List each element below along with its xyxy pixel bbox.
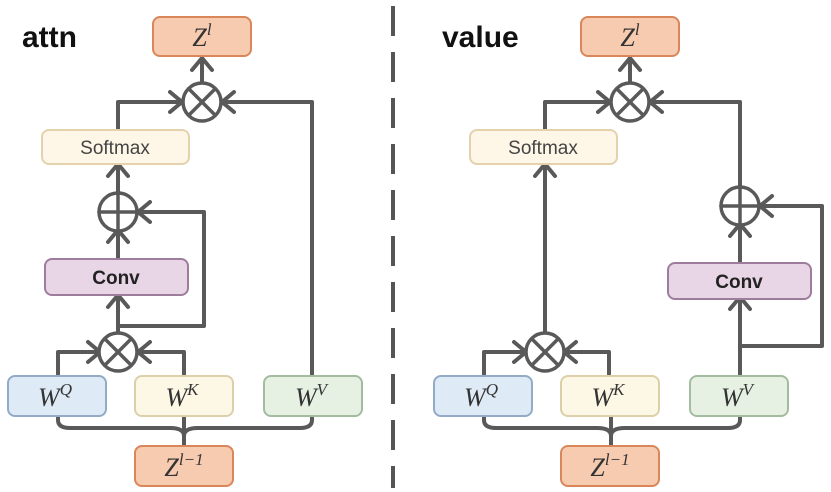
attn-edge-wq-mul <box>56 350 100 376</box>
attn-wq-node: WQ <box>7 375 107 417</box>
attn-output-node: Zl <box>152 16 252 57</box>
value-edge-wq-mul <box>482 350 526 376</box>
attn-conv-node: Conv <box>44 258 189 296</box>
value-output-node: Zl <box>580 16 680 57</box>
attn-wv-node: WV <box>263 375 363 417</box>
attn-output-label: Zl <box>192 20 211 52</box>
attn-times-mark-b <box>187 87 217 117</box>
value-softmax-label: Softmax <box>508 138 578 159</box>
value-input-node: Zl−1 <box>560 445 660 487</box>
attn-softmax-label: Softmax <box>80 138 150 159</box>
value-output-label: Zl <box>620 20 639 52</box>
attn-softmax-box <box>41 129 190 165</box>
attn-edges <box>56 56 314 450</box>
attn-wv-box <box>263 375 363 417</box>
attn-wk-box <box>134 375 234 417</box>
attn-wk-node: WK <box>134 375 234 417</box>
value-wv-label: WV <box>721 380 756 412</box>
value-wk-node: WK <box>560 375 660 417</box>
value-conv-node: Conv <box>667 262 812 300</box>
attn-wq-label: WQ <box>38 380 72 412</box>
attn-input-label: Zl−1 <box>164 450 203 482</box>
value-conv-label: Conv <box>715 272 763 293</box>
value-wq-node: WQ <box>433 375 533 417</box>
value-wq-label: WQ <box>464 380 498 412</box>
value-top-multiply <box>609 81 651 123</box>
value-wv-box <box>689 375 789 417</box>
attn-edge-wv-mul <box>222 100 314 376</box>
value-edge-wk-mul <box>564 350 611 376</box>
attn-top-multiply <box>181 81 223 123</box>
attn-edge-skip <box>116 210 206 328</box>
attn-edge-input-wq <box>56 414 186 450</box>
value-softmax-box <box>469 129 618 165</box>
value-wk-label: WK <box>591 380 626 412</box>
attn-output-box <box>152 16 252 57</box>
value-wq-box <box>433 375 533 417</box>
attn-conv-label: Conv <box>92 268 140 289</box>
value-panel: value <box>433 16 824 487</box>
attn-bottom-multiply <box>97 331 139 373</box>
value-output-box <box>580 16 680 57</box>
value-panel-title: value <box>442 21 519 54</box>
value-bottom-times-mark-b <box>530 337 560 367</box>
attn-panel: attn <box>7 16 363 487</box>
attn-bottom-times-mark-b <box>103 337 133 367</box>
attn-input-node: Zl−1 <box>134 445 234 487</box>
value-edge-input-wv <box>609 414 742 450</box>
value-wv-node: WV <box>689 375 789 417</box>
attn-arrowhead-mul-output <box>190 56 214 72</box>
attn-wk-label: WK <box>165 380 200 412</box>
value-arrowhead-mul-output <box>618 56 642 72</box>
attn-add <box>97 191 139 233</box>
value-bottom-multiply <box>524 331 566 373</box>
attn-softmax-node: Softmax <box>41 129 190 165</box>
value-softmax-node: Softmax <box>469 129 618 165</box>
value-edge-skip <box>738 204 824 348</box>
value-add <box>719 185 761 227</box>
attn-wq-box <box>7 375 107 417</box>
value-edges <box>482 56 824 450</box>
value-wk-box <box>560 375 660 417</box>
attn-edge-softmax-mul <box>116 100 182 132</box>
value-times-mark-b <box>615 87 645 117</box>
value-edge-input-wq <box>482 414 613 450</box>
attn-input-box <box>134 445 234 487</box>
attn-panel-title: attn <box>22 21 77 54</box>
value-edge-softmax-mul <box>543 100 610 132</box>
attn-edge-wk-mul <box>138 350 186 376</box>
value-conv-box <box>667 262 812 300</box>
attn-conv-box <box>44 258 189 296</box>
attn-wv-label: WV <box>295 380 330 412</box>
value-input-box <box>560 445 660 487</box>
value-input-label: Zl−1 <box>590 450 629 482</box>
value-edge-add-mul <box>650 100 742 188</box>
attn-edge-input-wv <box>182 414 314 450</box>
